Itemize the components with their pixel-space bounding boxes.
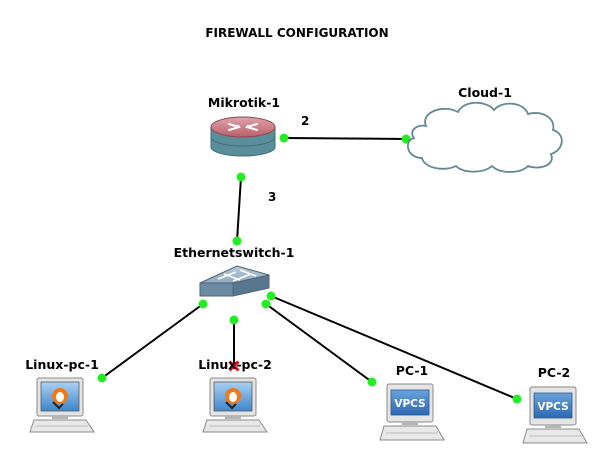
node-label: Linux-pc-2 <box>198 357 272 372</box>
link-switch-linux-pc-1[interactable] <box>101 303 204 379</box>
node-label: Mikrotik-1 <box>208 95 280 110</box>
status-dot-up <box>232 236 242 246</box>
router-icon <box>210 116 276 157</box>
status-dot-up <box>266 291 276 301</box>
link-switch-pc-1[interactable] <box>265 303 373 383</box>
vpcs-computer-icon: VPCS <box>379 383 445 441</box>
link-switch-pc-2[interactable] <box>270 295 518 400</box>
diagram-title: FIREWALL CONFIGURATION <box>205 26 388 40</box>
status-dot-up <box>198 299 208 309</box>
node-label: PC-2 <box>538 365 571 380</box>
status-dot-up <box>236 172 246 182</box>
status-dot-up <box>97 373 107 383</box>
link-status-indicators <box>97 133 522 404</box>
link-label: 3 <box>268 190 276 204</box>
links <box>101 137 518 400</box>
node-pc-2[interactable]: PC-2 VPCS <box>522 365 588 444</box>
status-dot-up <box>279 133 289 143</box>
vpcs-computer-icon: VPCS <box>522 386 588 444</box>
cloud-icon <box>407 101 563 173</box>
linux-computer-icon <box>202 377 268 433</box>
status-dot-down <box>228 360 240 372</box>
status-dot-up <box>367 377 377 387</box>
status-dot-up <box>229 315 239 325</box>
status-dot-up <box>261 299 271 309</box>
node-pc-1[interactable]: PC-1 VPCS <box>379 363 445 441</box>
vpcs-screen-text: VPCS <box>394 398 425 410</box>
node-linux-pc-1[interactable]: Linux-pc-1 <box>25 357 99 433</box>
node-label: Cloud-1 <box>458 85 512 100</box>
node-label: PC-1 <box>396 363 429 378</box>
ethernet-switch-icon <box>199 265 270 297</box>
node-label: Linux-pc-1 <box>25 357 99 372</box>
node-cloud-1[interactable]: Cloud-1 <box>407 85 563 173</box>
link-router-cloud[interactable] <box>283 137 407 140</box>
status-dot-up <box>512 394 522 404</box>
node-label: Ethernetswitch-1 <box>174 245 295 260</box>
node-linux-pc-2[interactable]: Linux-pc-2 <box>198 357 272 433</box>
node-ethernetswitch-1[interactable]: Ethernetswitch-1 <box>174 245 295 297</box>
vpcs-screen-text: VPCS <box>537 401 568 413</box>
link-router-switch[interactable] <box>236 176 242 242</box>
linux-computer-icon <box>29 377 95 433</box>
node-mikrotik-1[interactable]: Mikrotik-1 <box>208 95 280 157</box>
link-label: 2 <box>301 114 309 128</box>
